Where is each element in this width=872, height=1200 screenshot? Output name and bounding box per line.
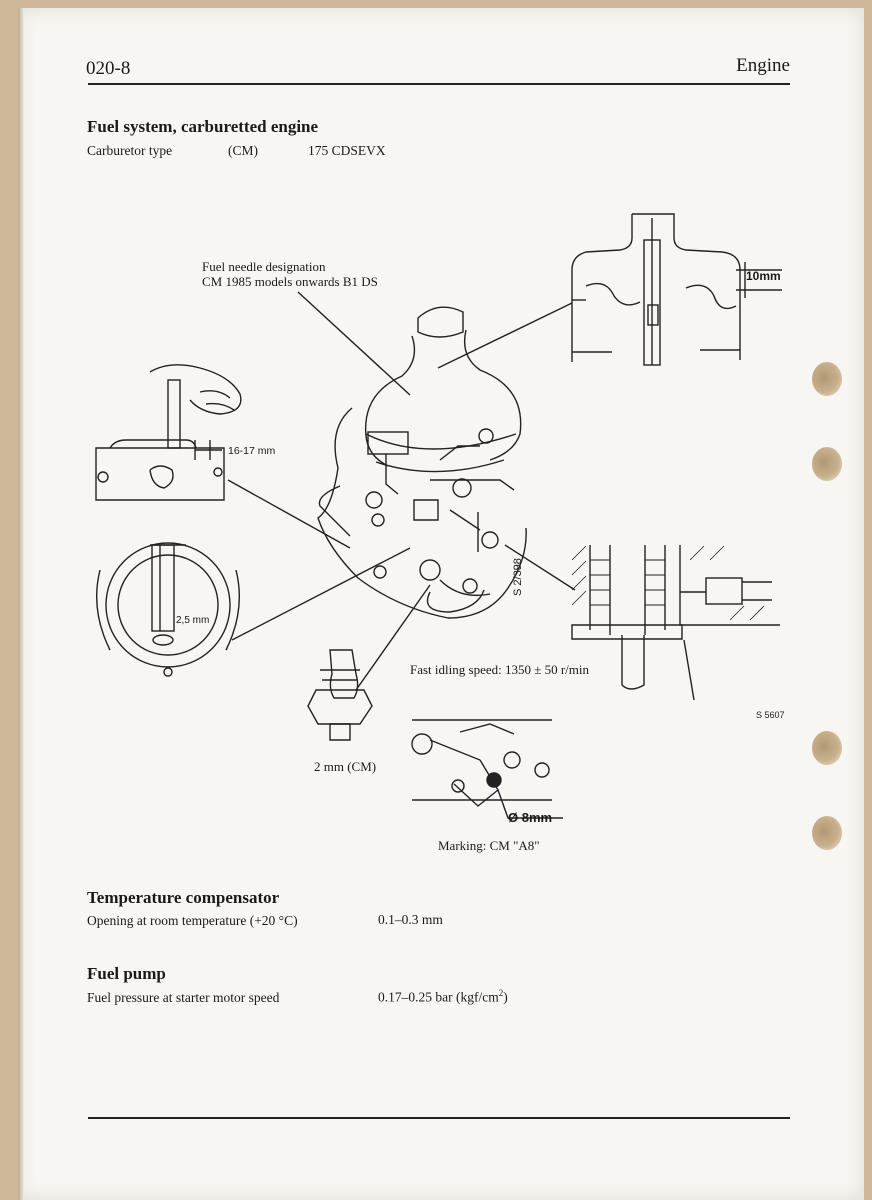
- binder-edge: [18, 8, 24, 1200]
- temp-comp-heading: Temperature compensator: [87, 888, 280, 907]
- fuel-pump-value-sup: 2: [498, 988, 504, 998]
- fuel-pump-value-main: 0.17–0.25 bar (kgf/cm: [378, 989, 499, 1005]
- marking-label: Marking: CM "A8": [438, 838, 540, 853]
- header-rule: [88, 83, 790, 85]
- dim-16-17mm: 16-17 mm: [228, 445, 276, 457]
- fast-idling-speed: Fast idling speed: 1350 ± 50 r/min: [410, 662, 590, 677]
- needle-designation-line1: Fuel needle designation: [202, 259, 326, 274]
- carb-model: (CM): [228, 143, 258, 158]
- footer-rule: [88, 1117, 790, 1119]
- ref-s5607: S 5607: [756, 710, 785, 720]
- needle-2mm-label: 2 mm (CM): [314, 759, 377, 774]
- dim-10mm: 10mm: [746, 269, 781, 283]
- carb-type-value: 175 CDSEVX: [308, 143, 386, 158]
- punch-hole: [812, 362, 842, 396]
- punch-hole: [812, 731, 842, 765]
- punch-hole: [812, 816, 842, 850]
- diameter-8mm: Ø 8mm: [508, 810, 553, 825]
- ref-s2398: S 2/398: [512, 558, 524, 596]
- page-sheet: [18, 8, 864, 1200]
- section-title: Engine: [736, 55, 790, 76]
- punch-hole: [812, 447, 842, 481]
- carb-type-label: Carburetor type: [87, 143, 173, 158]
- fuel-pump-label: Fuel pressure at starter motor speed: [87, 990, 280, 1005]
- dim-2-5mm: 2,5 mm: [176, 615, 210, 626]
- fuel-system-heading: Fuel system, carburetted engine: [87, 117, 319, 136]
- temp-comp-value: 0.1–0.3 mm: [378, 912, 443, 927]
- fuel-pump-heading: Fuel pump: [87, 964, 166, 983]
- page-number: 020-8: [86, 58, 131, 79]
- fuel-pump-value: 0.17–0.25 bar (kgf/cm2): [378, 988, 508, 1006]
- fuel-pump-value-end: ): [503, 989, 508, 1005]
- needle-designation-line2: CM 1985 models onwards B1 DS: [202, 274, 378, 289]
- temp-comp-label: Opening at room temperature (+20 °C): [87, 913, 298, 928]
